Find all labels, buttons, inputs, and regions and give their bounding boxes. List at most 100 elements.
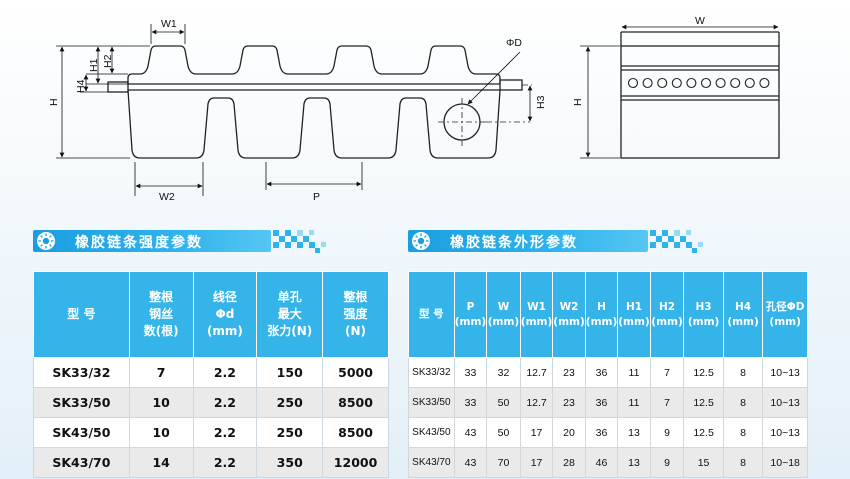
value-cell: 23 [552,357,586,388]
value-cell: 43 [453,417,488,448]
value-cell: 15 [683,447,724,478]
column-header: P(mm) [453,271,488,358]
value-cell: 10~13 [762,357,808,388]
value-cell: 36 [584,417,619,448]
value-cell: 32 [486,357,521,388]
shape-title-bar: 橡胶链条外形参数 [408,228,808,254]
value-cell: 17 [519,447,554,478]
value-cell: 10~13 [762,417,808,448]
side-hole [627,77,639,89]
value-cell: 350 [256,447,324,478]
technical-drawing: W1 W2 P H H1 H2 H4 H3 ΦD [48,15,780,203]
label-w2: W2 [159,191,175,203]
column-header: 整根强度(N) [322,271,389,358]
title-band [408,230,648,252]
strength-title-bar: 橡胶链条强度参数 [33,228,389,254]
value-cell: 11 [617,357,651,388]
side-hole [744,77,755,89]
side-hole [730,77,741,89]
value-cell: 8500 [322,417,389,448]
column-header: 型 号 [408,271,455,358]
value-cell: 12.5 [683,387,724,418]
column-header: H(mm) [584,271,619,358]
value-cell: 10 [128,387,194,418]
column-header: 孔径ΦD(mm) [762,271,808,358]
value-cell: 43 [453,447,488,478]
column-header: W(mm) [486,271,521,358]
model-cell: SK43/70 [33,447,130,478]
value-cell: 250 [256,417,324,448]
label-h2: H2 [102,54,114,68]
side-hole [671,77,682,89]
belt-front-profile [107,45,523,159]
strength-title: 橡胶链条强度参数 [75,235,203,251]
label-phi-d: ΦD [506,37,522,49]
label-h4: H4 [75,79,87,93]
value-cell: 50 [486,387,521,418]
column-header: 整根钢丝数(根) [128,271,194,358]
label-h1: H1 [88,58,100,72]
value-cell: 12000 [322,447,389,478]
value-cell: 10 [128,417,194,448]
side-hole [642,77,653,89]
shape-title: 橡胶链条外形参数 [450,235,578,251]
side-hole [700,77,712,89]
value-cell: 17 [519,417,554,448]
value-cell: 23 [552,387,586,418]
side-hole [715,77,726,89]
column-header: H2(mm) [649,271,685,358]
value-cell: 5000 [322,357,389,388]
value-cell: 150 [256,357,324,388]
value-cell: 13 [617,447,651,478]
label-w: W [695,15,705,27]
title-band [33,230,271,252]
column-header: H1(mm) [617,271,651,358]
value-cell: 33 [453,357,488,388]
value-cell: 8 [722,417,764,448]
model-cell: SK33/32 [408,357,455,388]
side-view-holes [627,77,770,89]
value-cell: 36 [584,357,619,388]
value-cell: 28 [552,447,586,478]
value-cell: 2.2 [192,447,258,478]
value-cell: 2.2 [192,357,258,388]
value-cell: 2.2 [192,417,258,448]
value-cell: 70 [486,447,521,478]
value-cell: 13 [617,417,651,448]
column-header: 单孔最大张力(N) [256,271,324,358]
sun-icon [37,232,55,250]
column-header: W2(mm) [552,271,586,358]
value-cell: 46 [584,447,619,478]
sun-icon [412,232,430,250]
label-p: P [313,191,320,203]
value-cell: 12.5 [683,357,724,388]
value-cell: 36 [584,387,619,418]
label-h: H [48,98,60,106]
value-cell: 8500 [322,387,389,418]
value-cell: 9 [649,417,685,448]
value-cell: 9 [649,447,685,478]
value-cell: 12.5 [683,417,724,448]
checker-decoration [650,230,703,253]
side-hole [759,77,770,89]
value-cell: 33 [453,387,488,418]
model-cell: SK43/50 [408,417,455,448]
value-cell: 14 [128,447,194,478]
value-cell: 10~18 [762,447,808,478]
column-header: 型 号 [33,271,130,358]
model-cell: SK33/50 [33,387,130,418]
value-cell: 12.7 [519,387,554,418]
side-hole [657,77,668,89]
